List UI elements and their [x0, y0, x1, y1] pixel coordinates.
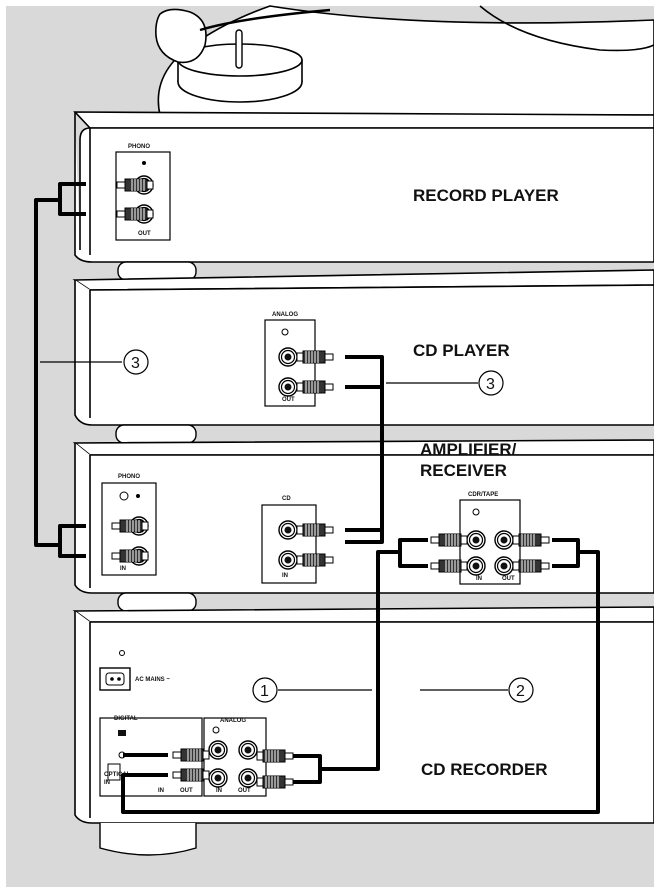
amplifier-cd-in-label: IN [282, 573, 288, 579]
turntable [155, 5, 654, 116]
cd-recorder-digital-in-label: IN [158, 788, 164, 794]
cd-recorder-ac-mains-label: AC MAINS ~ [135, 677, 170, 683]
cd-recorder-analog-in-label: IN [216, 788, 222, 794]
amplifier-phono-in-label: IN [120, 566, 126, 572]
amplifier-cdr-tape-label: CDR/TAPE [468, 492, 498, 498]
cd-recorder-digital-out-label: OUT [180, 788, 193, 794]
callout-one-number: 1 [260, 683, 269, 700]
amplifier-cdr-out-label: OUT [502, 576, 515, 582]
amplifier-cd-label: CD [282, 496, 291, 502]
record-player-phono-label: PHONO [128, 144, 150, 150]
callout-one [252, 677, 372, 703]
cd-recorder-digital-label: DIGITAL [114, 716, 138, 722]
amplifier-label-line2: RECEIVER [420, 461, 507, 480]
cd-player-out-label: OUT [282, 397, 295, 403]
cd-recorder-optical-label-1: OPTICAL [104, 772, 131, 778]
amplifier-label-line1: AMPLIFIER/ [420, 440, 517, 459]
amplifier-unit [72, 439, 654, 594]
callout-three-left-number: 3 [131, 355, 140, 372]
callout-two [420, 677, 534, 703]
cd-player-unit [72, 269, 654, 426]
cd-recorder-analog-label: ANALOG [220, 718, 246, 724]
callout-three-right [386, 370, 504, 396]
callout-three-right-number: 3 [486, 376, 495, 393]
record-player-unit [73, 111, 654, 263]
cd-player-analog-label: ANALOG [272, 312, 298, 318]
callout-three-left [40, 349, 149, 375]
cd-recorder-label: CD RECORDER [421, 760, 548, 779]
cd-recorder-analog-out-label: OUT [238, 788, 251, 794]
cd-recorder-optical-label-2: IN [104, 780, 110, 786]
record-player-label: RECORD PLAYER [413, 186, 559, 205]
record-player-out-label: OUT [138, 231, 151, 237]
amplifier-phono-label: PHONO [118, 474, 140, 480]
callout-two-number: 2 [516, 683, 525, 700]
amplifier-cdr-in-label: IN [476, 576, 482, 582]
cd-player-label: CD PLAYER [413, 341, 510, 360]
cables [34, 182, 600, 814]
